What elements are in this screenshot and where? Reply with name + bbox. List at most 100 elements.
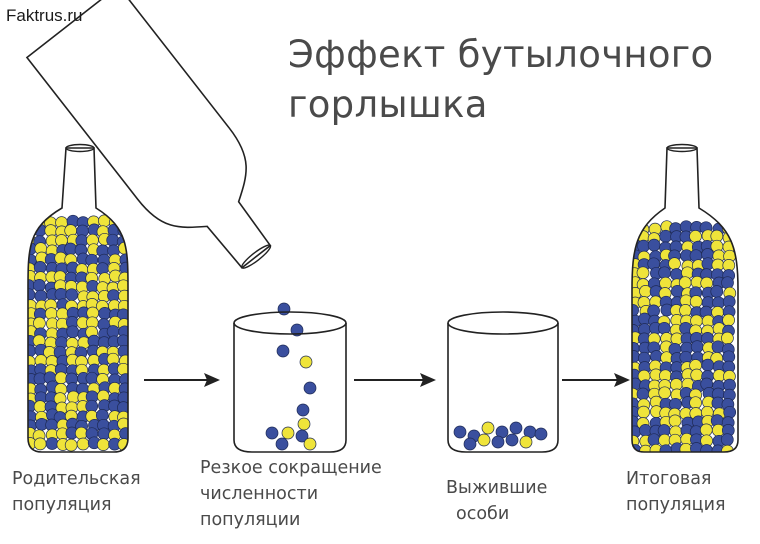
arrow-1 bbox=[144, 373, 220, 387]
ball bbox=[152, 204, 169, 221]
ball bbox=[54, 288, 68, 301]
ball bbox=[54, 78, 71, 95]
ball bbox=[92, 39, 109, 56]
ball bbox=[202, 282, 219, 299]
ball bbox=[303, 437, 317, 451]
final-population-bottle bbox=[631, 147, 739, 453]
ball bbox=[213, 262, 230, 279]
ball bbox=[154, 120, 171, 137]
arrow-2 bbox=[354, 373, 436, 387]
ball bbox=[178, 184, 195, 201]
ball bbox=[281, 217, 298, 234]
ball bbox=[118, 216, 128, 230]
ball bbox=[491, 435, 505, 449]
ball bbox=[164, 63, 181, 80]
ball bbox=[209, 123, 226, 140]
ball bbox=[277, 211, 294, 228]
ball bbox=[226, 215, 243, 232]
ball bbox=[636, 387, 650, 401]
ball bbox=[659, 229, 673, 243]
ball bbox=[90, 89, 107, 106]
ball bbox=[189, 116, 206, 133]
ball bbox=[191, 184, 208, 201]
ball bbox=[96, 438, 110, 451]
ball bbox=[191, 150, 208, 167]
ball bbox=[197, 226, 214, 243]
ball bbox=[154, 153, 171, 170]
ball bbox=[143, 105, 160, 122]
ball bbox=[115, 104, 132, 121]
ball bbox=[216, 166, 233, 183]
ball bbox=[276, 190, 293, 207]
ball bbox=[142, 188, 159, 205]
ball bbox=[149, 182, 166, 199]
ball bbox=[453, 425, 467, 439]
ball bbox=[65, 288, 79, 302]
ball bbox=[105, 75, 122, 92]
ball bbox=[150, 168, 167, 185]
ball bbox=[199, 177, 216, 194]
ball bbox=[137, 99, 154, 116]
ball bbox=[120, 41, 137, 58]
pouring-bottle bbox=[25, 0, 272, 269]
ball bbox=[505, 433, 519, 447]
ball bbox=[207, 138, 224, 155]
ball bbox=[267, 196, 284, 213]
ball bbox=[110, 130, 127, 147]
ball bbox=[137, 168, 154, 185]
ball bbox=[193, 254, 210, 271]
ball bbox=[98, 116, 115, 133]
ball bbox=[180, 205, 197, 222]
ball bbox=[74, 88, 91, 105]
ball bbox=[256, 182, 273, 199]
ball bbox=[721, 276, 734, 290]
ball bbox=[170, 106, 187, 123]
ball bbox=[160, 160, 177, 177]
ball bbox=[56, 44, 73, 61]
ball bbox=[70, 46, 87, 63]
final-population-balls bbox=[632, 220, 737, 452]
ball bbox=[282, 196, 299, 213]
ball bbox=[120, 75, 137, 92]
ball bbox=[81, 24, 98, 41]
diagram-title: Эффект бутылочного горлышка bbox=[288, 30, 748, 130]
ball bbox=[87, 54, 104, 71]
ball bbox=[197, 108, 214, 125]
ball bbox=[172, 127, 189, 144]
ball bbox=[230, 165, 247, 182]
ball bbox=[177, 135, 194, 152]
ball bbox=[195, 205, 212, 222]
ball bbox=[182, 192, 199, 209]
ball bbox=[165, 133, 182, 150]
ball bbox=[64, 71, 81, 88]
ball bbox=[154, 50, 171, 67]
ball bbox=[146, 43, 163, 60]
ball bbox=[117, 89, 134, 106]
ball bbox=[102, 103, 119, 120]
ball bbox=[49, 72, 66, 89]
ball bbox=[103, 53, 120, 70]
ball bbox=[295, 429, 309, 443]
ball bbox=[85, 34, 102, 51]
ball bbox=[167, 204, 184, 221]
ball bbox=[149, 146, 166, 163]
ball bbox=[222, 172, 239, 189]
ball bbox=[192, 102, 209, 119]
ball bbox=[33, 437, 47, 451]
ball bbox=[259, 189, 276, 206]
ball bbox=[175, 231, 192, 248]
ball bbox=[214, 179, 231, 196]
ball bbox=[162, 78, 179, 95]
ball bbox=[220, 137, 237, 154]
ball bbox=[233, 153, 250, 170]
ball bbox=[139, 48, 156, 65]
ball bbox=[252, 195, 269, 212]
ball bbox=[126, 84, 143, 101]
ball bbox=[169, 141, 186, 158]
ball bbox=[86, 66, 103, 83]
ball bbox=[216, 235, 233, 252]
ball bbox=[44, 64, 61, 81]
ball bbox=[159, 196, 176, 213]
ball bbox=[276, 344, 290, 358]
label-population-reduction: Резкое сокращение численности популяции bbox=[200, 455, 382, 533]
